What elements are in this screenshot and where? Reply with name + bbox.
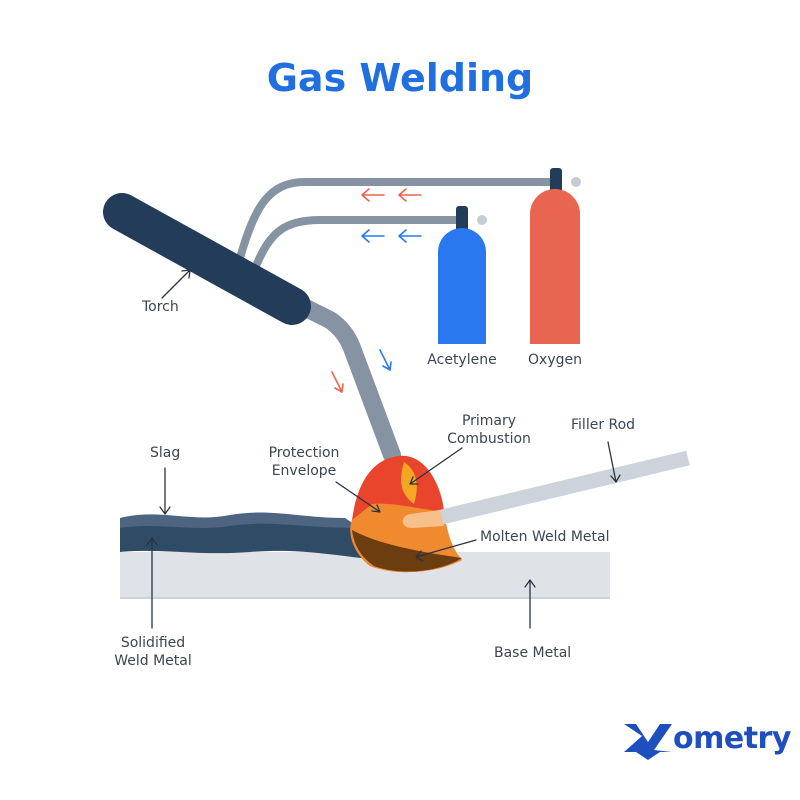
torch-acetylene-arrow (379, 349, 392, 371)
filler-rod-tip (402, 510, 444, 528)
xometry-logo: X ometry (623, 718, 791, 758)
oxygen-flow-arrow (361, 188, 422, 202)
filler-rod-leader (607, 441, 621, 483)
page-title: Gas Welding (266, 56, 534, 100)
protection-envelope-label-line1: Protection (268, 445, 340, 461)
torch-handle (103, 193, 311, 325)
protection-envelope-leader (335, 481, 381, 513)
solidified-weld-metal-label: Solidified Weld Metal (110, 634, 196, 670)
oxygen-tank (530, 189, 580, 344)
solidified-weld-metal-label-line2: Weld Metal (114, 653, 192, 669)
primary-combustion-label-line1: Primary (461, 413, 517, 429)
molten-weld-metal-label: Molten Weld Metal (480, 529, 610, 545)
flow-arrows (331, 188, 422, 393)
acetylene-label: Acetylene (427, 352, 497, 368)
torch-oxygen-arrow (331, 371, 344, 393)
xometry-logo-mark (624, 724, 672, 760)
protection-envelope-label-line2: Envelope (271, 463, 337, 479)
leader-lines (146, 269, 621, 629)
torch-neck (281, 291, 401, 464)
filler-rod-label: Filler Rod (571, 417, 636, 433)
base-metal-label: Base Metal (494, 645, 572, 661)
molten-weld-metal-leader (415, 539, 477, 562)
acetylene-flow-arrow (361, 229, 422, 243)
solidified-weld-metal-leader (146, 537, 158, 629)
base-metal-leader (524, 579, 536, 629)
primary-combustion-cone (401, 462, 417, 504)
logo-mark-spacer: X (623, 721, 673, 755)
slag-label: Slag (150, 445, 181, 461)
protection-envelope-label: Protection Envelope (256, 444, 352, 480)
acetylene-tank (438, 228, 486, 344)
logo-wordmark: ometry (673, 720, 791, 756)
primary-combustion-leader (409, 447, 463, 485)
torch-label: Torch (142, 299, 179, 315)
primary-combustion-label-line2: Combustion (447, 431, 531, 447)
slag-layer (120, 512, 360, 528)
slag-leader (159, 467, 171, 515)
solidified-weld-metal-label-line1: Solidified (120, 635, 186, 651)
filler-rod (436, 450, 690, 526)
acetylene-gauge (477, 215, 487, 225)
torch-leader (161, 269, 191, 299)
primary-combustion-label: Primary Combustion (444, 412, 534, 448)
acetylene-hose (252, 216, 466, 270)
oxygen-gauge (571, 177, 581, 187)
molten-weld-pool (352, 530, 462, 572)
oxygen-label: Oxygen (528, 352, 582, 368)
hoses (236, 168, 581, 270)
oxygen-hose (236, 178, 560, 262)
